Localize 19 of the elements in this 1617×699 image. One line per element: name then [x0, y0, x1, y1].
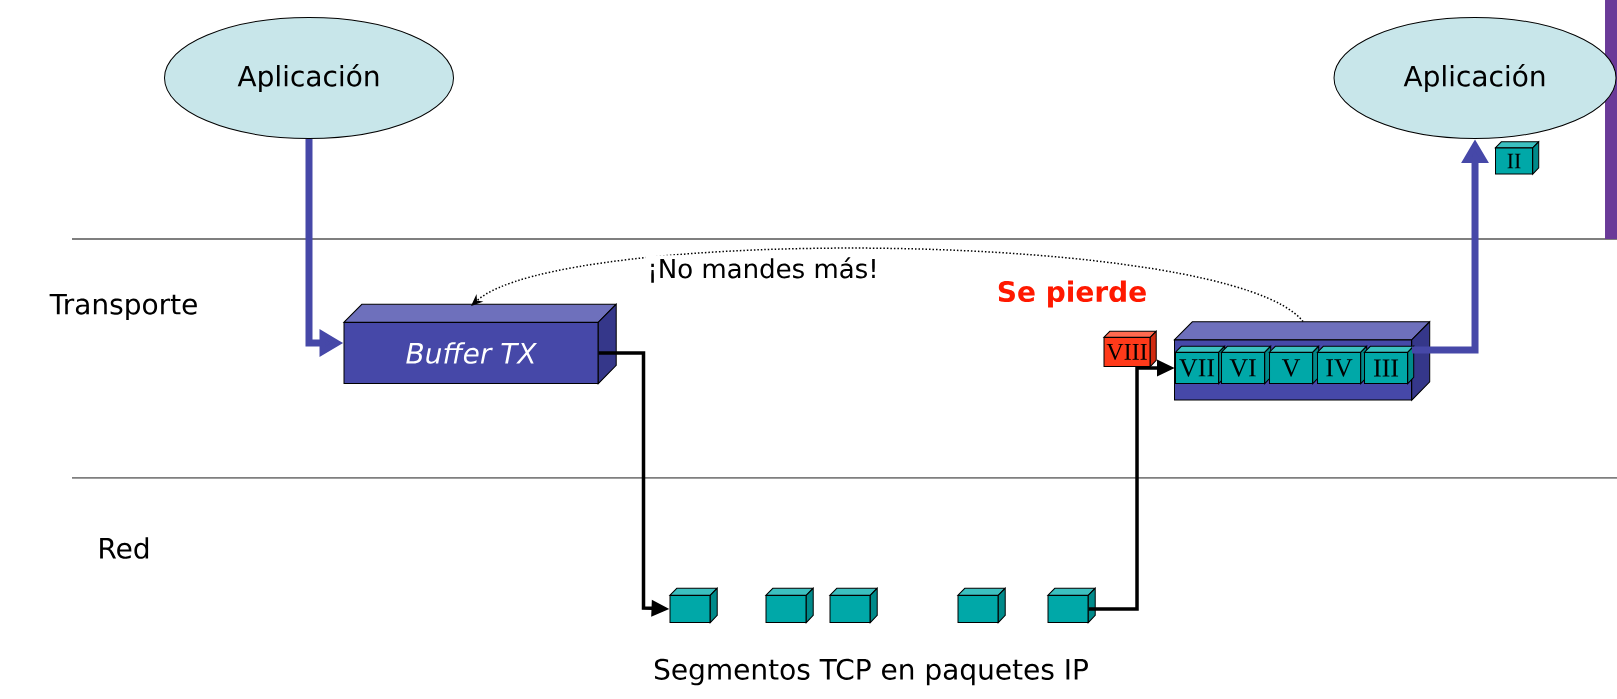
loss-note: Se pierde — [998, 280, 1146, 308]
segment-cube: VII — [1174, 345, 1226, 385]
segment-cube — [829, 587, 878, 624]
segment-cube — [1047, 587, 1096, 624]
edge-label: ¡No mandes más! — [645, 255, 881, 285]
segment-cube: IV — [1316, 345, 1368, 385]
layer-label: Transporte — [49, 293, 197, 321]
caption-text: Segmentos TCP en paquetes IP — [654, 658, 1088, 686]
segment-cube: II — [1494, 141, 1540, 175]
segment-cube — [669, 587, 718, 624]
segment-cube: V — [1268, 345, 1320, 385]
segment-cube — [765, 587, 814, 624]
arrow — [471, 247, 1304, 323]
buffer-box: Buffer TX — [343, 303, 617, 385]
layer-label: Red — [100, 537, 149, 559]
segment-cube — [957, 587, 1006, 624]
segment-cube: VI — [1220, 345, 1272, 385]
lost-segment-cube: VIII — [1103, 330, 1157, 368]
segment-cube: III — [1363, 345, 1415, 385]
